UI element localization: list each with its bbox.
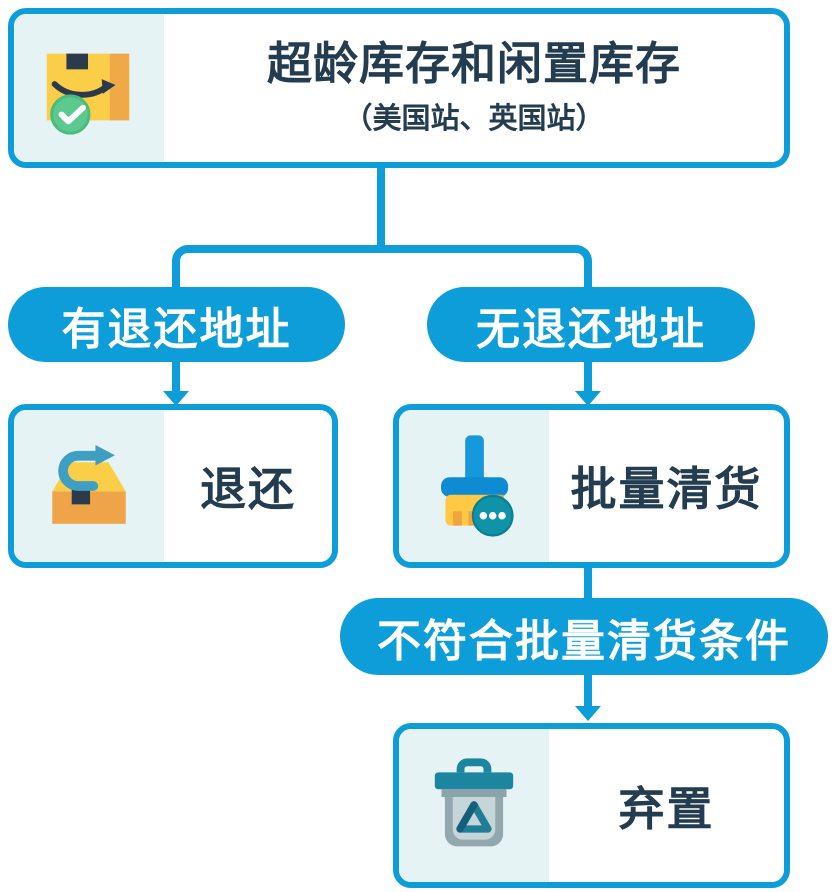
- node-liquidation: 批量清货: [393, 404, 790, 568]
- pill-condition-label: 不符合批量清货条件: [377, 615, 791, 667]
- connector-root-stem: [377, 166, 385, 249]
- amazon-package-icon: [46, 53, 130, 135]
- dispose-label: 弃置: [618, 781, 715, 836]
- liquidation-icon-panel: [399, 410, 549, 562]
- return-icon-panel: [14, 410, 164, 562]
- right-arrowhead-icon: [575, 391, 601, 406]
- condition-arrowhead-icon: [575, 706, 601, 721]
- root-text: 超龄库存和闲置库存 （美国站、英国站）: [164, 14, 784, 162]
- root-icon-panel: [14, 14, 164, 162]
- connector-liquidation-condition: [584, 568, 592, 599]
- node-return: 退还: [8, 404, 338, 568]
- connector-condition-arrow-line: [584, 675, 592, 708]
- dispose-icon-panel: [399, 729, 549, 882]
- liquidation-text: 批量清货: [549, 410, 784, 562]
- connector-right-arrow-line: [584, 362, 592, 393]
- left-arrowhead-icon: [163, 391, 189, 406]
- return-label: 退还: [200, 462, 296, 516]
- pill-has-return-address-label: 有退还地址: [61, 303, 292, 355]
- node-root: 超龄库存和闲置库存 （美国站、英国站）: [8, 8, 790, 168]
- liquidation-label: 批量清货: [570, 462, 763, 516]
- return-package-icon: [52, 444, 126, 524]
- node-dispose: 弃置: [393, 723, 790, 888]
- pill-condition: 不符合批量清货条件: [340, 598, 828, 675]
- pill-no-return-address-label: 无退还地址: [476, 303, 706, 355]
- pill-has-return-address: 有退还地址: [8, 287, 345, 362]
- root-title: 超龄库存和闲置库存: [266, 37, 681, 91]
- return-text: 退还: [164, 410, 332, 562]
- root-subtitle: （美国站、英国站）: [343, 100, 605, 135]
- connector-left-arrow-line: [172, 362, 180, 393]
- pill-no-return-address: 无退还地址: [427, 287, 755, 362]
- cleanup-brush-icon: [441, 435, 514, 537]
- trash-bin-icon: [434, 757, 514, 846]
- dispose-text: 弃置: [549, 729, 784, 882]
- connector-branch-split: [172, 245, 592, 287]
